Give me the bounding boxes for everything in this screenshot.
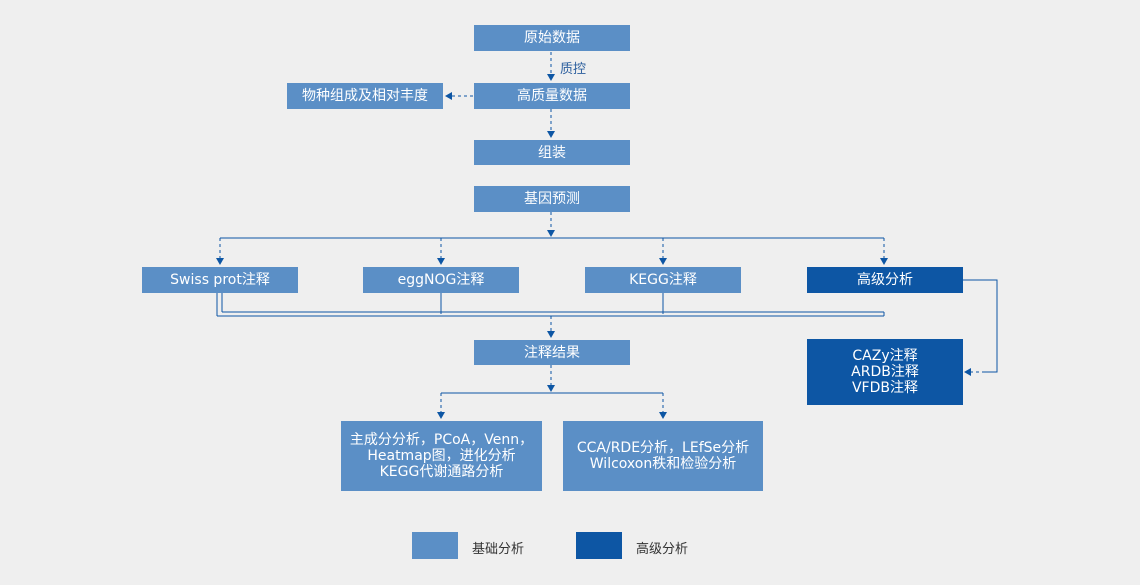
node-advanced: 高级分析 bbox=[807, 267, 963, 293]
node-assembly: 组装 bbox=[474, 140, 630, 165]
adv-item-vfdb: VFDB注释 bbox=[851, 380, 918, 396]
legend-swatch-advanced bbox=[576, 532, 622, 559]
legend-swatch-basic bbox=[412, 532, 458, 559]
adv-item-cazy: CAZy注释 bbox=[852, 348, 918, 364]
adv-loop bbox=[962, 279, 998, 373]
node-stat-analysis: CCA/RDE分析，LEfSe分析 Wilcoxon秩和检验分析 bbox=[563, 421, 763, 491]
basic-line-2: Heatmap图，进化分析 bbox=[367, 448, 516, 464]
node-hq-data: 高质量数据 bbox=[474, 83, 630, 109]
qc-label: 质控 bbox=[560, 62, 587, 77]
node-raw-data: 原始数据 bbox=[474, 25, 630, 51]
node-species: 物种组成及相对丰度 bbox=[287, 83, 443, 109]
legend-label-advanced: 高级分析 bbox=[636, 542, 689, 557]
legend-label-basic: 基础分析 bbox=[472, 542, 525, 557]
basic-line-1: 主成分分析，PCoA，Venn， bbox=[349, 432, 534, 448]
node-advanced-list: CAZy注释 ARDB注释 VFDB注释 bbox=[807, 339, 963, 405]
node-basic-analysis: 主成分分析，PCoA，Venn， Heatmap图，进化分析 KEGG代谢通路分… bbox=[341, 421, 542, 491]
node-eggnog: eggNOG注释 bbox=[363, 267, 519, 293]
stat-line-1: CCA/RDE分析，LEfSe分析 bbox=[576, 440, 750, 456]
adv-item-ardb: ARDB注释 bbox=[851, 364, 919, 380]
basic-line-3: KEGG代谢通路分析 bbox=[379, 464, 504, 480]
node-gene-prediction: 基因预测 bbox=[474, 186, 630, 212]
node-swiss-prot: Swiss prot注释 bbox=[142, 267, 298, 293]
node-annotation-result: 注释结果 bbox=[474, 340, 630, 365]
stat-line-2: Wilcoxon秩和检验分析 bbox=[589, 456, 737, 472]
node-kegg: KEGG注释 bbox=[585, 267, 741, 293]
